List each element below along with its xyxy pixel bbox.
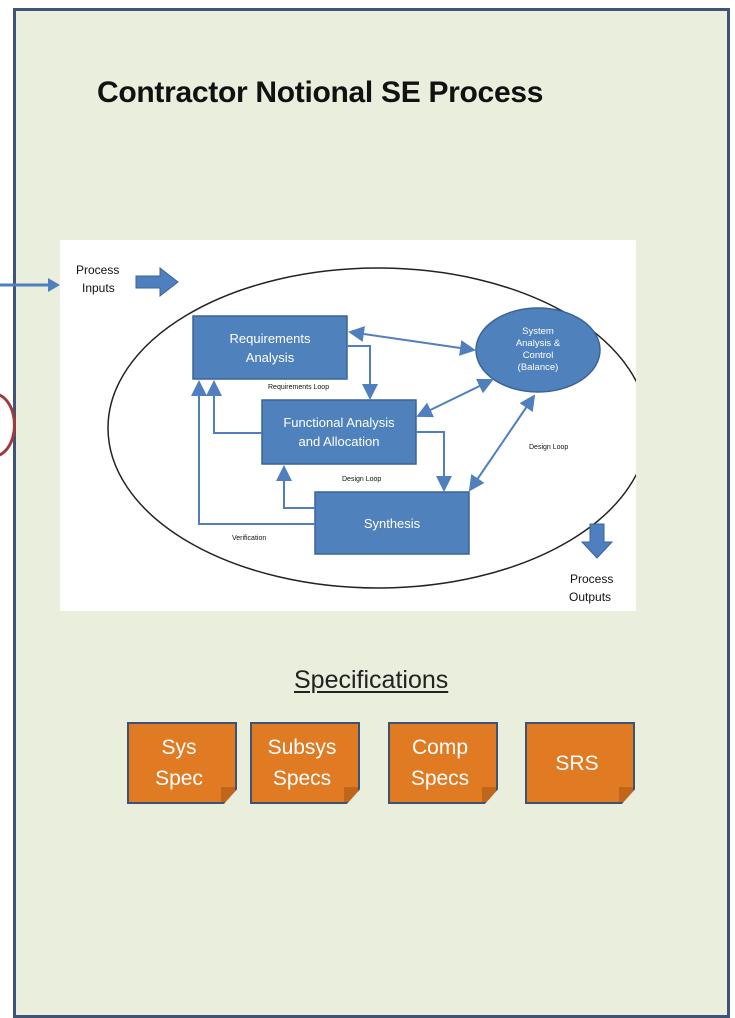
process-boundary-ellipse [107, 267, 636, 589]
requirements-analysis-label-2: Analysis [246, 350, 295, 365]
synth-to-func-arrow [276, 465, 315, 509]
system-analysis-label-2: Analysis & [516, 338, 561, 349]
func-to-synth-arrow [416, 431, 452, 492]
inputs-arrow-icon [135, 266, 179, 298]
se-process-diagram: Process Inputs Process Outputs Requireme… [60, 240, 636, 611]
spec-card-subsys-specs: Subsys Specs [250, 722, 360, 804]
spec-card-sys-spec: Sys Spec [127, 722, 237, 804]
system-analysis-ellipse [475, 307, 601, 393]
functional-analysis-box [261, 399, 417, 465]
spec-card-label: Comp Specs [410, 736, 470, 790]
req-sysanalysis-arrow [348, 326, 476, 356]
process-inputs-label-2: Inputs [82, 281, 115, 295]
req-to-func-arrow [347, 345, 378, 400]
requirements-loop-label: Requirements Loop [268, 384, 329, 391]
spec-card-label: SRS [555, 751, 599, 775]
specifications-heading: Specifications [294, 666, 449, 694]
slide-title: Contractor Notional SE Process [97, 76, 544, 109]
spec-card-label: Sys Spec [155, 736, 203, 790]
design-loop-inner-label: Design Loop [342, 476, 381, 483]
spec-card-label: Subsys Specs [267, 736, 337, 790]
process-inputs-label-1: Process [76, 263, 119, 277]
requirements-analysis-box [192, 315, 348, 380]
synthesis-label: Synthesis [364, 516, 421, 531]
requirements-analysis-label-1: Requirements [230, 331, 311, 346]
verification-label: Verification [232, 535, 266, 542]
spec-card-comp-specs: Comp Specs [388, 722, 498, 804]
verification-arrow [191, 380, 315, 525]
process-outputs-label-1: Process [570, 572, 613, 586]
se-process-svg: Process Inputs Process Outputs Requireme… [76, 263, 636, 604]
system-analysis-label-1: System [522, 326, 554, 337]
functional-analysis-label-1: Functional Analysis [283, 415, 395, 430]
design-loop-outer-label: Design Loop [529, 444, 568, 451]
outputs-arrow-icon [580, 523, 614, 559]
incoming-arrow [0, 278, 60, 292]
system-analysis-label-4: (Balance) [518, 362, 559, 373]
func-to-req-arrow [206, 380, 262, 434]
system-analysis-label-3: Control [523, 350, 554, 361]
functional-analysis-label-2: and Allocation [299, 434, 380, 449]
synth-sysanalysis-arrow [468, 394, 536, 492]
func-sysanalysis-arrow [416, 378, 494, 418]
process-outputs-label-2: Outputs [569, 590, 611, 604]
spec-card-srs: SRS [525, 722, 635, 804]
